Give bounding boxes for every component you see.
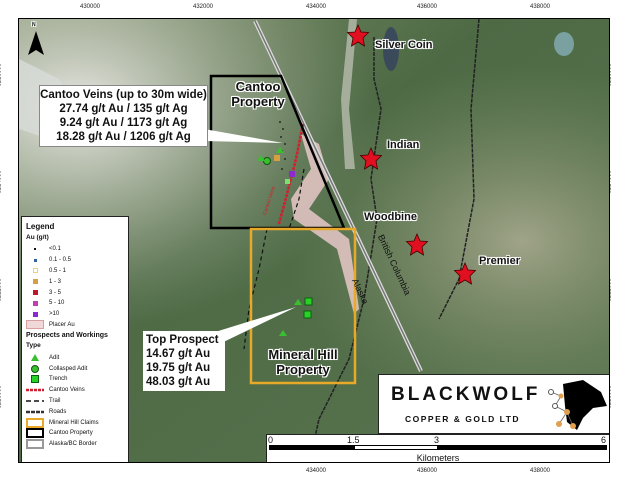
north-arrow-icon — [28, 31, 44, 55]
callout-line: 18.28 g/t Au / 1206 g/t Ag — [56, 131, 191, 143]
sample-points — [257, 121, 313, 336]
au-swatch-icon — [26, 268, 44, 274]
legend-border: Alaska/BC Border — [26, 439, 124, 450]
legend-au-class: <0.1 — [26, 244, 124, 255]
road — [308, 37, 382, 462]
legend-au-title: Au (g/t) — [26, 234, 49, 241]
prospect-label: Woodbine — [364, 211, 417, 223]
lake — [383, 27, 399, 71]
y-tick: 6212000 — [0, 278, 3, 302]
au-swatch-icon — [26, 290, 44, 296]
logo-subtitle: COPPER & GOLD LTD — [405, 414, 521, 424]
legend-au-class: 0.1 - 0.5 — [26, 255, 124, 266]
company-logo: BLACKWOLF COPPER & GOLD LTD — [378, 374, 609, 434]
legend-title: Legend — [26, 222, 55, 231]
scale-bar: 0 1.5 3 6 Kilometers — [266, 434, 609, 463]
legend-au-class: 1 - 3 — [26, 276, 124, 287]
legend-au-class: 0.5 - 1 — [26, 266, 124, 277]
legend-prospects-title: Prospects and Workings — [26, 332, 108, 340]
scale-tick: 6 — [601, 435, 607, 445]
prospect-label: Premier — [479, 255, 520, 267]
logo-name: BLACKWOLF — [391, 384, 541, 405]
legend-au-class: 3 - 5 — [26, 287, 124, 298]
x-tick: 432000 — [193, 4, 214, 10]
north-label: N — [32, 22, 36, 28]
wolf-logo-icon — [548, 380, 607, 430]
y-tick: 6216000 — [0, 63, 3, 87]
x-tick: 436000 — [417, 4, 438, 10]
x-tick: 438000 — [530, 4, 551, 10]
legend-mineral-hill: Mineral Hill Claims — [26, 417, 124, 428]
legend-adit: Adit — [26, 352, 124, 363]
legend-trail: Trail — [26, 397, 61, 404]
legend-veins: Cantoo Veins — [26, 387, 85, 394]
au-swatch-icon — [26, 248, 44, 251]
x-tick: 430000 — [80, 4, 101, 10]
callout-line: 27.74 g/t Au / 135 g/t Ag — [59, 103, 188, 115]
legend-au-class: >10 — [26, 309, 124, 320]
trail — [288, 168, 305, 230]
prospect-stars — [346, 23, 477, 285]
legend-type-title: Type — [26, 342, 41, 350]
legend-collapsed-adit: Collasped Adit — [26, 363, 124, 374]
prospect-label: Silver Coin — [375, 39, 433, 51]
cantoo-callout: Cantoo Veins (up to 30m wide) 27.74 g/t … — [39, 85, 208, 147]
callout-title: Cantoo Veins (up to 30m wide) — [40, 89, 207, 101]
legend-roads: Roads — [26, 408, 67, 415]
map-frame: N Silver Coin Indian Woodbine Premier Ca… — [18, 18, 610, 463]
cantoo-property-label: Cantoo Property — [231, 79, 285, 109]
legend-placer: Placer Au — [26, 320, 124, 331]
au-swatch-icon — [26, 300, 44, 306]
x-tick: 436000 — [417, 468, 438, 474]
legend-cantoo: Cantoo Property — [26, 428, 124, 439]
callout-line: 9.24 g/t Au / 1173 g/t Ag — [59, 117, 188, 129]
x-tick: 434000 — [306, 468, 327, 474]
legend-trench: Trench — [26, 374, 124, 385]
callout-line: 14.67 g/t Au — [146, 348, 211, 360]
x-tick: 434000 — [306, 4, 327, 10]
scale-tick: 0 — [268, 435, 274, 445]
scale-tick: 3 — [434, 435, 440, 445]
prospect-label: Indian — [387, 139, 420, 151]
road — [438, 19, 480, 320]
y-tick: 6214000 — [0, 170, 3, 194]
callout-line: 48.03 g/t Au — [146, 376, 211, 388]
placer-au-area — [291, 134, 359, 314]
y-tick: 6210000 — [0, 385, 3, 409]
legend-au-class: 5 - 10 — [26, 298, 124, 309]
scale-segments — [269, 445, 607, 450]
au-swatch-icon — [26, 311, 44, 317]
scale-unit: Kilometers — [416, 453, 460, 463]
mineral-hill-claims — [249, 227, 357, 385]
x-tick: 438000 — [530, 468, 551, 474]
callout-line: 19.75 g/t Au — [146, 362, 211, 374]
mineral-hill-property-label: Mineral Hill Property — [268, 347, 338, 377]
callout-title: Top Prospect — [146, 334, 219, 346]
scale-tick: 1.5 — [347, 435, 360, 445]
au-swatch-icon — [26, 258, 44, 262]
top-prospect-callout: Top Prospect 14.67 g/t Au 19.75 g/t Au 4… — [143, 331, 225, 391]
au-swatch-icon — [26, 279, 44, 285]
